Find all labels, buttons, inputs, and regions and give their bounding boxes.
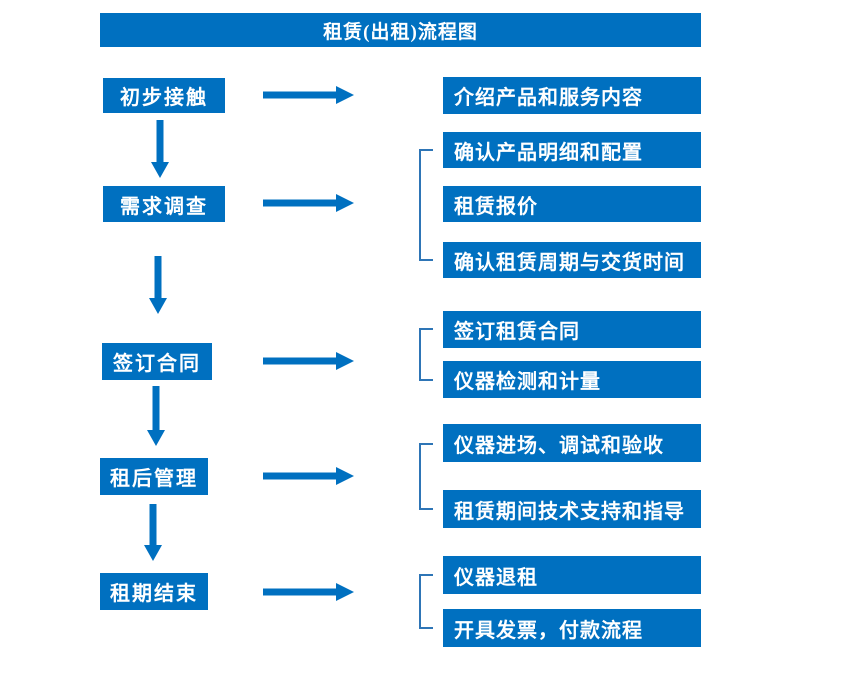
step-box-initial-contact: 初步接触 (103, 78, 225, 113)
step-box-sign-contract: 签订合同 (102, 343, 212, 380)
right-arrow-2 (263, 194, 354, 212)
right-arrow-head (336, 352, 354, 370)
down-arrow-head (151, 162, 169, 178)
right-arrow-4 (263, 467, 354, 485)
right-arrow-head (336, 194, 354, 212)
right-arrow-1 (263, 86, 354, 104)
group-bracket-demand-survey (419, 149, 433, 261)
right-arrow-head (336, 583, 354, 601)
right-arrow-3 (263, 352, 354, 370)
step-box-demand-survey: 需求调查 (103, 186, 225, 222)
detail-box-confirm-rental-period: 确认租赁周期与交货时间 (443, 242, 701, 278)
detail-box-sign-rental-contract: 签订租赁合同 (443, 311, 701, 348)
step-box-post-rental-management: 租后管理 (100, 458, 208, 495)
down-arrow-1 (151, 120, 169, 178)
detail-box-instrument-setup-acceptance: 仪器进场、调试和验收 (443, 424, 701, 462)
down-arrow-head (144, 545, 162, 561)
right-arrow-5 (263, 583, 354, 601)
detail-box-confirm-product-details: 确认产品明细和配置 (443, 132, 701, 168)
group-bracket-lease-end (419, 574, 433, 629)
right-arrow-head (336, 467, 354, 485)
detail-box-rental-quote: 租赁报价 (443, 186, 701, 222)
step-box-lease-end: 租期结束 (100, 573, 208, 610)
down-arrow-4 (144, 504, 162, 561)
down-arrow-head (147, 430, 165, 446)
flowchart-title: 租赁(出租)流程图 (100, 13, 701, 47)
detail-box-instrument-return: 仪器退租 (443, 556, 701, 594)
down-arrow-3 (147, 386, 165, 446)
detail-box-technical-support: 租赁期间技术支持和指导 (443, 490, 701, 528)
group-bracket-post-rental (419, 443, 433, 510)
group-bracket-sign-contract (419, 328, 433, 381)
detail-box-invoice-payment: 开具发票，付款流程 (443, 609, 701, 647)
detail-box-instrument-inspection: 仪器检测和计量 (443, 361, 701, 398)
right-arrow-head (336, 86, 354, 104)
detail-box-introduce-products: 介绍产品和服务内容 (443, 77, 701, 114)
down-arrow-head (149, 298, 167, 314)
down-arrow-2 (149, 256, 167, 314)
